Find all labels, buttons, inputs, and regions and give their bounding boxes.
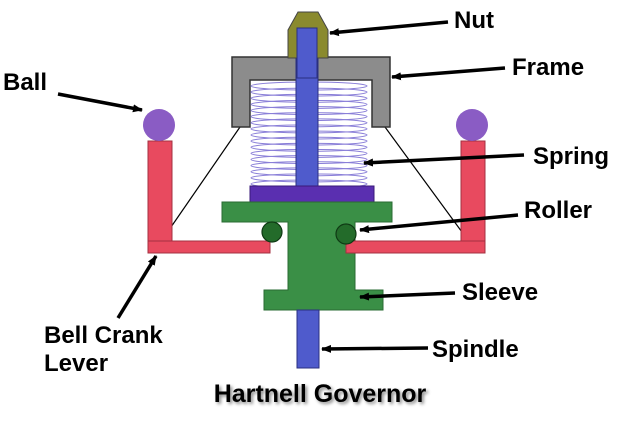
- spring-arrow: [363, 153, 525, 167]
- spindle-lower: [296, 309, 320, 369]
- frame: [231, 56, 391, 128]
- label-sleeve: Sleeve: [462, 279, 539, 306]
- label-ball: Ball: [3, 69, 48, 96]
- left-ball: [143, 109, 175, 141]
- sleeve-arrow: [359, 291, 456, 301]
- label-roller: Roller: [524, 197, 593, 224]
- left-bell-crank-vertical: [147, 140, 173, 249]
- spindle-top: [296, 27, 318, 79]
- label-nut: Nut: [454, 7, 494, 34]
- left-bell-crank-horizontal: [147, 240, 271, 254]
- frame-arrow: [391, 66, 506, 81]
- label-bell-crank: Bell Crank: [44, 322, 163, 349]
- roller-arrow: [359, 213, 519, 234]
- label-lever: Lever: [44, 350, 109, 377]
- diagram-title: Hartnell Governor: [213, 380, 427, 408]
- label-spindle: Spindle: [432, 336, 519, 363]
- right-bell-crank-horizontal: [345, 240, 486, 254]
- label-spring: Spring: [533, 143, 609, 170]
- left-roller: [261, 221, 283, 243]
- bell-crank-arrow: [116, 255, 158, 319]
- nut-arrow: [329, 20, 449, 37]
- sleeve: [221, 201, 393, 311]
- right-link-arm: [384, 126, 471, 244]
- ball-arrow: [57, 92, 143, 113]
- spring-plate: [249, 185, 375, 203]
- left-link-arm: [159, 126, 241, 244]
- label-frame: Frame: [512, 54, 585, 81]
- right-ball: [456, 109, 488, 141]
- right-roller: [335, 223, 357, 245]
- spindle-arrow: [321, 344, 429, 353]
